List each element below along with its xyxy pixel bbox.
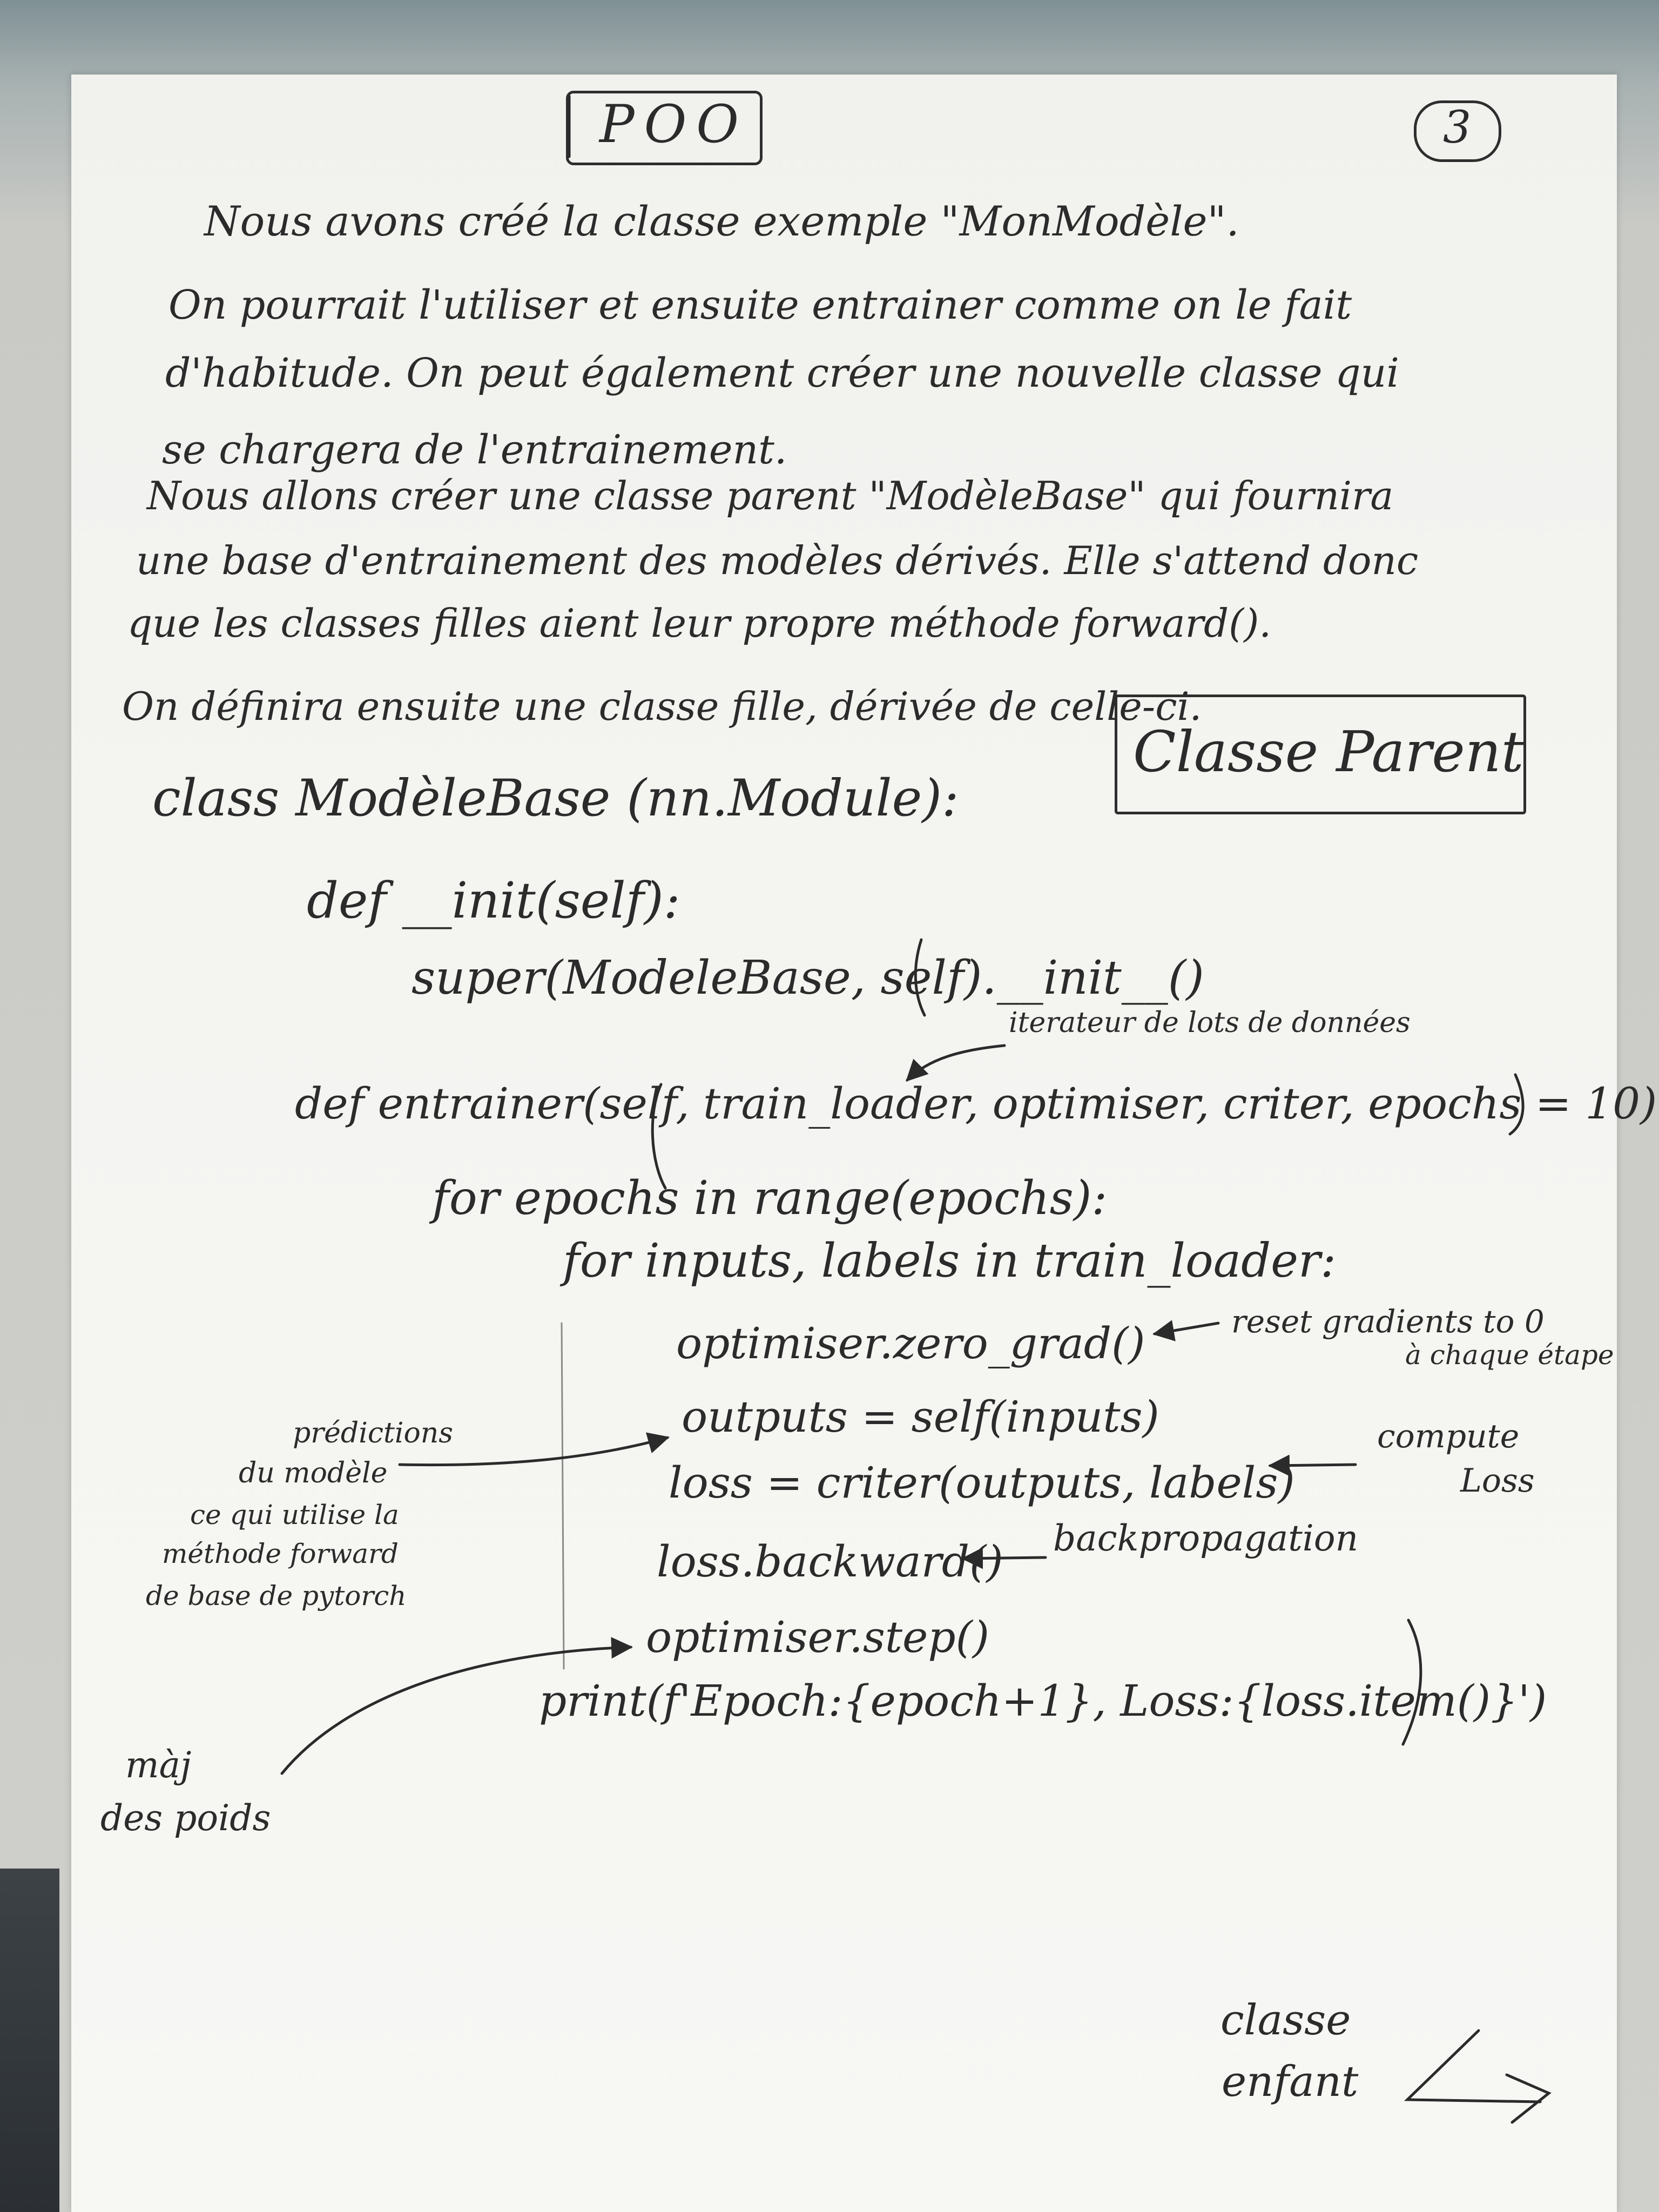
page-number-circle [1414,100,1501,162]
code-zero-grad: optimiser.zero_grad() [676,1318,1145,1368]
parent-class-box [1115,694,1526,814]
note-compute-1: compute [1377,1418,1520,1455]
page-title: POO [599,94,748,154]
note-backprop: backpropagation [1053,1518,1359,1559]
intro-line-1: Nous avons créé la classe exemple "MonMo… [204,197,1239,245]
code-train-def: def entrainer(self, train_loader, optimi… [295,1078,1659,1129]
background-shadow [0,1869,59,2212]
intro-line-8: On définira ensuite une classe fille, dé… [122,684,1202,729]
note-predictions-3: ce qui utilise la [190,1499,399,1530]
footer-line-1: classe [1220,1996,1351,2045]
code-step: optimiser.step() [646,1612,990,1662]
intro-line-3: d'habitude. On peut également créer une … [165,350,1399,396]
paper-sheet [71,75,1617,2212]
note-reset-2: à chaque étape [1405,1339,1614,1371]
code-init-def: def __init(self): [307,872,680,929]
parent-class-label: Classe Parent [1133,719,1524,785]
note-reset-1: reset gradients to 0 [1231,1303,1545,1340]
code-backward: loss.backward() [657,1536,1003,1587]
code-class-line: class ModèleBase (nn.Module): [152,769,959,828]
intro-line-4: se chargera de l'entrainement. [162,427,787,473]
footer-line-2: enfant [1222,2058,1359,2106]
code-outputs: outputs = self(inputs) [682,1392,1159,1442]
code-super-call: super(ModeleBase, self).__init__() [412,951,1204,1005]
note-iterateur: iterateur de lots de données [1009,1007,1411,1039]
code-print: print(f'Epoch:{epoch+1}, Loss:{loss.item… [539,1676,1547,1726]
page-number: 3 [1443,102,1472,153]
note-compute-2: Loss [1460,1462,1535,1500]
intro-line-7: que les classes filles aient leur propre… [127,601,1272,646]
intro-line-5: Nous allons créer une classe parent "Mod… [147,473,1394,518]
note-maj-2: des poids [100,1797,271,1839]
code-for-inputs: for inputs, labels in train_loader: [563,1234,1337,1288]
code-loss: loss = criter(outputs, labels) [669,1458,1295,1508]
note-predictions-5: de base de pytorch [146,1580,407,1611]
note-maj-1: màj [125,1744,192,1786]
note-predictions-2: du modèle [239,1457,388,1489]
title-box [566,91,763,165]
intro-line-2: On pourrait l'utiliser et ensuite entrai… [168,282,1352,328]
intro-line-6: une base d'entrainement des modèles déri… [136,538,1419,583]
note-predictions-4: méthode forward [162,1538,399,1569]
note-predictions-1: prédictions [293,1417,453,1449]
code-for-epochs: for epochs in range(epochs): [432,1171,1108,1225]
